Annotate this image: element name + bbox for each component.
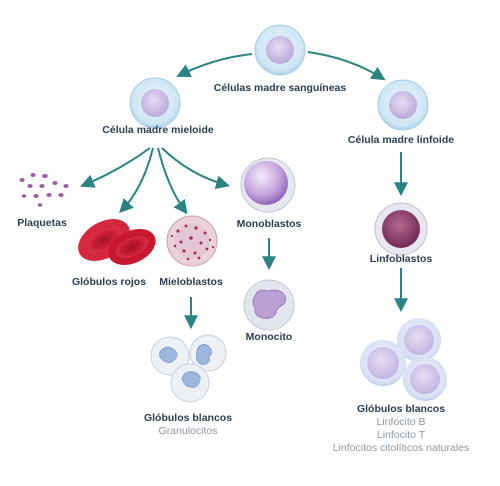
platelets: [19, 173, 69, 207]
myeloid-stem-cell: [129, 77, 181, 129]
label-lymphoblasts: Linfoblastos: [369, 253, 433, 265]
label-platelets: Plaquetas: [17, 217, 67, 229]
lymphocyte-cells: [360, 318, 447, 401]
arrow-myeloid-to-red-cells: [119, 147, 154, 214]
label-white-cells-granulocytes: Glóbulos blancos: [143, 412, 233, 424]
monocyte-cell: [243, 279, 295, 331]
monoblast-cell: [240, 157, 296, 213]
arrow-myeloid-to-monoblasts: [161, 147, 231, 190]
label-lymphoid-stem-cell: Célula madre linfoide: [347, 134, 455, 146]
label-monoblasts: Monoblastos: [236, 218, 302, 230]
myeloblast-cell: [166, 215, 218, 267]
sublabel-b-lymphocyte: Linfocito B: [376, 416, 426, 428]
arrow-myeloid-to-myeloblasts: [157, 147, 188, 215]
arrow-stem-to-myeloid: [176, 53, 253, 78]
sublabel-natural-killer: Linfocitos citolíticos naturales: [332, 442, 470, 454]
granulocyte-cells: [150, 334, 227, 403]
stem-cell: [254, 24, 306, 76]
label-stem-cells: Células madre sanguíneas: [213, 82, 347, 94]
arrow-myeloid-to-platelets: [80, 147, 151, 188]
lymphoid-stem-cell: [377, 79, 429, 131]
arrow-stem-to-lymphoid: [307, 51, 386, 81]
lymphoblast-cell: [374, 202, 428, 256]
label-myeloid-stem-cell: Célula madre mieloide: [102, 124, 214, 136]
label-myeloblasts: Mieloblastos: [159, 276, 223, 288]
red-blood-cells: [78, 219, 156, 265]
sublabel-t-lymphocyte: Linfocito T: [376, 429, 426, 441]
arrows: [80, 51, 408, 330]
label-monocyte: Monocito: [245, 331, 293, 343]
label-red-cells: Glóbulos rojos: [71, 276, 147, 288]
sublabel-granulocytes: Granulocitos: [158, 425, 218, 437]
label-white-cells-lymphocytes: Glóbulos blancos: [356, 403, 446, 415]
